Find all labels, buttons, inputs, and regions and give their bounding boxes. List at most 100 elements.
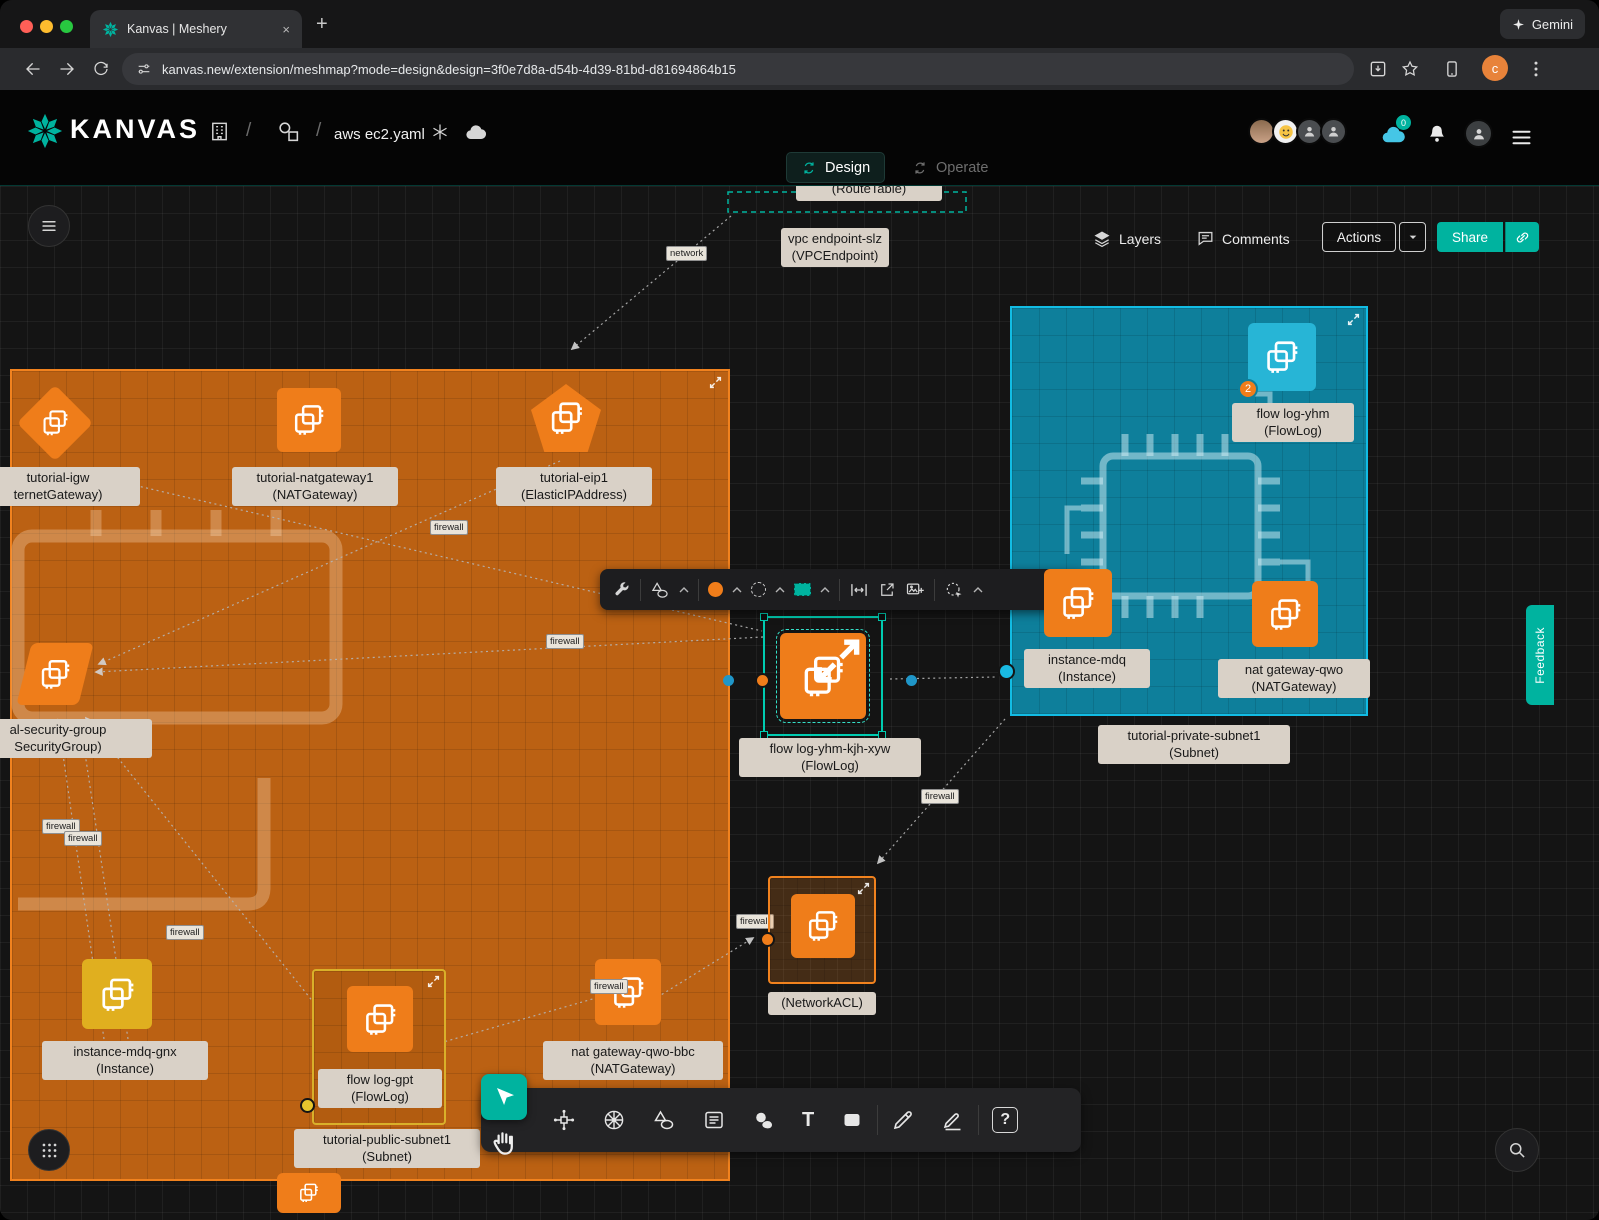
new-tab-button[interactable]: +	[316, 12, 328, 36]
send-to-device-icon[interactable]	[1442, 59, 1462, 79]
actions-dropdown-button[interactable]	[1399, 222, 1426, 252]
shape-color-swatch[interactable]	[794, 583, 811, 596]
edge-endpoint-dot[interactable]	[723, 675, 734, 686]
site-settings-icon[interactable]	[136, 61, 152, 77]
organization-icon[interactable]	[208, 120, 231, 143]
help-icon[interactable]: ?	[992, 1107, 1018, 1133]
expand-icon[interactable]	[427, 975, 440, 988]
chevron-up-icon[interactable]	[732, 587, 742, 593]
comments-button[interactable]: Comments	[1196, 229, 1290, 248]
forward-icon[interactable]	[58, 60, 76, 78]
browser-profile-avatar[interactable]: c	[1482, 55, 1508, 81]
user-avatar[interactable]	[1464, 119, 1493, 148]
bell-icon[interactable]	[1426, 123, 1448, 145]
node-flow-log-selected[interactable]	[763, 616, 883, 736]
node-vpc-endpoint-label[interactable]: vpc endpoint-slz (VPCEndpoint)	[781, 228, 889, 267]
save-icon[interactable]	[1368, 59, 1388, 79]
connection-port[interactable]	[998, 663, 1015, 680]
resize-width-icon[interactable]	[849, 580, 869, 600]
browser-menu-icon[interactable]	[1526, 59, 1546, 79]
configure-wrench-icon[interactable]	[612, 580, 631, 599]
expand-icon[interactable]	[857, 882, 870, 895]
node-natgateway-qwo-icon[interactable]	[1252, 581, 1318, 647]
designs-icon[interactable]	[276, 119, 301, 144]
chevron-up-icon[interactable]	[973, 587, 983, 593]
node-natgateway1-icon[interactable]	[277, 388, 341, 452]
kanvas-logo-icon[interactable]	[26, 112, 64, 150]
shapes-icon[interactable]	[652, 1108, 676, 1132]
expand-icon[interactable]	[709, 376, 722, 389]
node-natgateway1-label[interactable]: tutorial-natgateway1 (NATGateway)	[232, 467, 398, 506]
fill-color-swatch[interactable]	[708, 582, 723, 597]
node-route-table-label[interactable]: (RouteTable)	[796, 186, 942, 201]
collaborator-avatar[interactable]	[1296, 118, 1323, 145]
design-canvas[interactable]: (RouteTable) vpc endpoint-slz (VPCEndpoi…	[0, 186, 1599, 1220]
node-natgateway-bbc-label[interactable]: nat gateway-qwo-bbc (NATGateway)	[543, 1041, 723, 1080]
node-network-acl-label[interactable]: (NetworkACL)	[768, 992, 876, 1015]
url-bar[interactable]: kanvas.new/extension/meshmap?mode=design…	[122, 53, 1354, 85]
node-public-subnet-label[interactable]: tutorial-public-subnet1 (Subnet)	[294, 1129, 480, 1168]
tab-design[interactable]: Design	[786, 152, 885, 183]
blob-shapes-icon[interactable]	[752, 1108, 776, 1132]
node-private-subnet-label[interactable]: tutorial-private-subnet1 (Subnet)	[1098, 725, 1290, 764]
lasso-select-icon[interactable]	[944, 580, 964, 600]
zoom-button[interactable]	[1495, 1128, 1539, 1172]
chevron-up-icon[interactable]	[679, 587, 689, 593]
connection-port[interactable]	[760, 932, 775, 947]
connection-port[interactable]	[300, 1098, 315, 1113]
resize-handle[interactable]	[878, 613, 886, 621]
chevron-up-icon[interactable]	[775, 587, 785, 593]
feedback-tab[interactable]: Feedback	[1526, 605, 1554, 705]
notes-icon[interactable]	[702, 1108, 726, 1132]
actions-button[interactable]: Actions	[1322, 222, 1396, 252]
node-partial-icon[interactable]	[277, 1173, 341, 1213]
node-flow-log-gpt-icon[interactable]	[347, 986, 413, 1052]
back-icon[interactable]	[24, 60, 42, 78]
node-instance-mdq-label[interactable]: instance-mdq (Instance)	[1024, 649, 1150, 688]
kanvas-logo-text[interactable]: KANVAS	[70, 114, 200, 145]
node-security-group-label[interactable]: al-security-group SecurityGroup)	[0, 719, 152, 758]
node-network-acl[interactable]	[768, 876, 876, 984]
text-tool-icon[interactable]: T	[802, 1109, 814, 1132]
select-tool-button[interactable]	[481, 1074, 527, 1120]
node-igw-label[interactable]: tutorial-igw ternetGateway)	[0, 467, 140, 506]
kubernetes-scan-icon[interactable]	[430, 122, 450, 142]
collaborator-avatar[interactable]	[1320, 118, 1347, 145]
hamburger-menu-icon[interactable]	[1508, 124, 1535, 151]
tab-close-icon[interactable]: ×	[282, 22, 290, 37]
collaborator-avatar[interactable]	[1248, 118, 1275, 145]
node-instance-mdq-icon[interactable]	[1044, 569, 1112, 637]
bookmark-star-icon[interactable]	[1400, 59, 1420, 79]
layers-button[interactable]: Layers	[1092, 229, 1161, 249]
share-button[interactable]: Share	[1437, 222, 1503, 252]
pencil-tool-icon[interactable]	[891, 1108, 915, 1132]
window-zoom-button[interactable]	[60, 20, 73, 33]
copy-link-button[interactable]	[1505, 222, 1539, 252]
connection-port[interactable]	[755, 673, 770, 688]
node-network-acl-icon[interactable]	[791, 894, 855, 958]
node-flow-log-yhm-icon[interactable]	[1248, 323, 1316, 391]
node-flow-log-gpt-label[interactable]: flow log-gpt (FlowLog)	[318, 1069, 442, 1108]
annotate-tool-icon[interactable]	[941, 1108, 965, 1132]
node-natgateway-qwo-label[interactable]: nat gateway-qwo (NATGateway)	[1218, 659, 1370, 698]
gemini-badge[interactable]: Gemini	[1500, 9, 1585, 39]
node-instance-gnx-label[interactable]: instance-mdq-gnx (Instance)	[42, 1041, 208, 1080]
expand-icon[interactable]	[1347, 313, 1360, 326]
resize-handle[interactable]	[760, 613, 768, 621]
collaborator-avatar[interactable]	[1272, 118, 1299, 145]
edge-endpoint-dot[interactable]	[906, 675, 917, 686]
expand-icon[interactable]	[813, 636, 863, 686]
apps-grid-button[interactable]	[28, 1129, 70, 1171]
shapes-tool-icon[interactable]	[650, 580, 670, 600]
sticky-note-icon[interactable]	[840, 1108, 864, 1132]
open-in-new-icon[interactable]	[878, 581, 896, 599]
kubernetes-icon[interactable]	[602, 1108, 626, 1132]
refresh-icon[interactable]	[92, 60, 110, 78]
window-close-button[interactable]	[20, 20, 33, 33]
chevron-up-icon[interactable]	[820, 587, 830, 593]
design-file-name[interactable]: aws ec2.yaml	[334, 126, 425, 143]
node-instance-gnx-icon[interactable]	[82, 959, 152, 1029]
pan-hand-icon[interactable]	[488, 1126, 522, 1160]
node-flow-log-selected-label[interactable]: flow log-yhm-kjh-xyw (FlowLog)	[739, 738, 921, 777]
window-minimize-button[interactable]	[40, 20, 53, 33]
